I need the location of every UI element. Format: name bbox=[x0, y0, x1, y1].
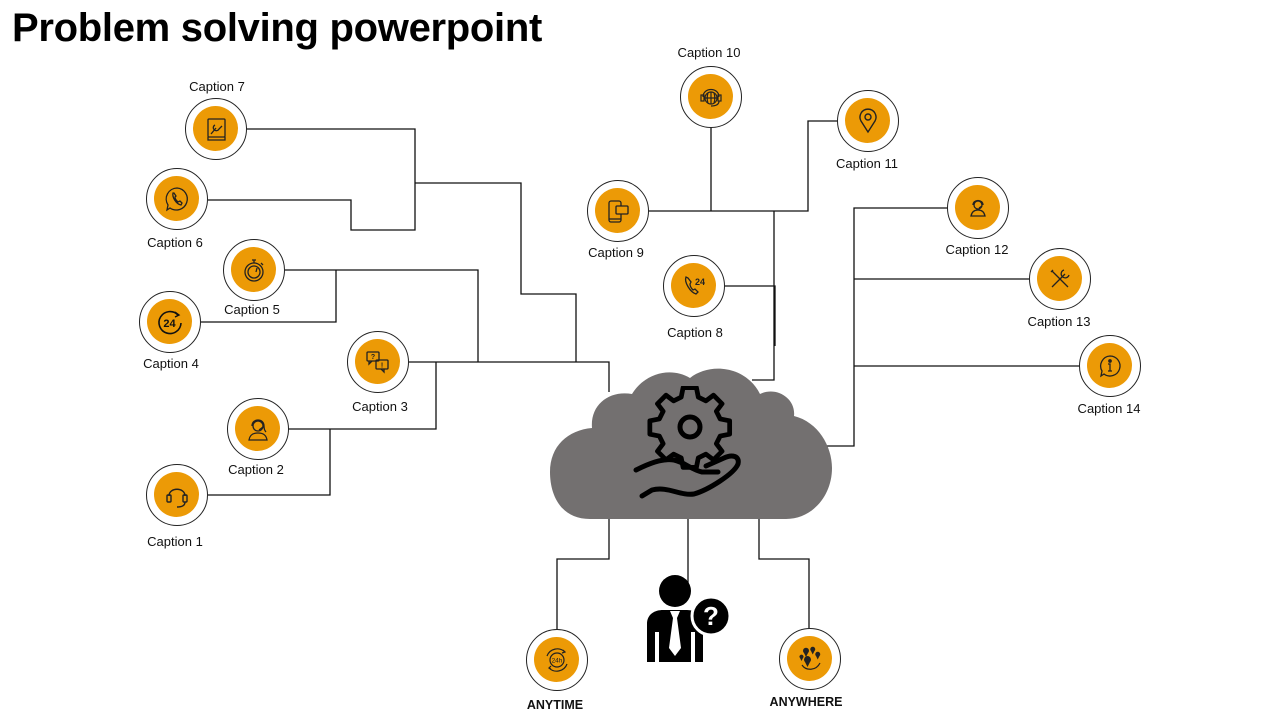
caption-4: Caption 4 bbox=[143, 356, 199, 371]
node-caption-10[interactable] bbox=[680, 66, 742, 128]
24h-cycle-icon: 24h bbox=[545, 647, 568, 672]
connector-5 bbox=[285, 269, 479, 362]
node-caption-8[interactable]: 24 bbox=[663, 255, 725, 317]
connector-76-trunk bbox=[415, 182, 577, 362]
connector-4 bbox=[201, 270, 337, 323]
connector-7 bbox=[208, 128, 416, 231]
connector-3 bbox=[409, 361, 610, 392]
caption-3: Caption 3 bbox=[352, 399, 408, 414]
connector-9 bbox=[649, 120, 838, 212]
node-caption-1[interactable] bbox=[146, 464, 208, 526]
node-caption-12[interactable] bbox=[947, 177, 1009, 239]
globe-locations-icon bbox=[799, 646, 821, 670]
global-headset-icon bbox=[699, 88, 722, 107]
tools-icon bbox=[1050, 268, 1070, 287]
cloud-shape bbox=[550, 368, 832, 519]
24-hours-icon: 24 bbox=[157, 310, 182, 334]
caption-5: Caption 5 bbox=[224, 302, 280, 317]
connector-12 bbox=[818, 207, 948, 447]
caption-14: Caption 14 bbox=[1077, 401, 1141, 416]
svg-text:?: ? bbox=[703, 601, 719, 631]
stopwatch-icon bbox=[243, 258, 264, 282]
svg-text:?: ? bbox=[370, 354, 374, 361]
caption-8: Caption 8 bbox=[667, 325, 723, 340]
node-anywhere[interactable] bbox=[779, 628, 841, 690]
label-anytime: ANYTIME bbox=[526, 698, 584, 712]
caption-11: Caption 11 bbox=[836, 156, 898, 171]
caption-1: Caption 1 bbox=[147, 534, 203, 549]
caption-2: Caption 2 bbox=[228, 462, 284, 477]
caption-6: Caption 6 bbox=[147, 235, 203, 250]
support-agent-icon bbox=[969, 199, 986, 217]
caption-12: Caption 12 bbox=[945, 242, 1009, 257]
phone-24-icon: 24 bbox=[684, 275, 705, 295]
phone-chat-icon bbox=[165, 186, 188, 211]
caption-9: Caption 9 bbox=[588, 245, 644, 260]
page-title: Problem solving powerpoint bbox=[12, 6, 543, 50]
node-caption-13[interactable] bbox=[1029, 248, 1091, 310]
caption-7: Caption 7 bbox=[189, 79, 245, 94]
connector-1 bbox=[208, 429, 331, 496]
svg-text:!: ! bbox=[380, 362, 382, 369]
svg-text:24: 24 bbox=[163, 318, 176, 330]
node-caption-11[interactable] bbox=[837, 90, 899, 152]
node-caption-9[interactable] bbox=[587, 180, 649, 242]
central-cloud bbox=[550, 364, 832, 522]
question-exclamation-chat-icon: ?! bbox=[365, 350, 389, 374]
caption-13: Caption 13 bbox=[1027, 314, 1091, 329]
node-caption-5[interactable] bbox=[223, 239, 285, 301]
node-caption-6[interactable] bbox=[146, 168, 208, 230]
node-caption-14[interactable] bbox=[1079, 335, 1141, 397]
node-caption-4[interactable]: 24 bbox=[139, 291, 201, 353]
caption-10: Caption 10 bbox=[677, 45, 741, 60]
location-pin-icon bbox=[858, 108, 877, 133]
manual-book-wrench-icon bbox=[206, 117, 226, 141]
connector-anytime bbox=[556, 518, 610, 630]
headset-icon bbox=[165, 488, 188, 508]
node-anytime[interactable]: 24h bbox=[526, 629, 588, 691]
svg-text:24h: 24h bbox=[551, 657, 562, 664]
support-agent-female-icon bbox=[247, 418, 268, 441]
person-question-icon: ? bbox=[643, 574, 733, 662]
mobile-chat-icon bbox=[607, 199, 629, 223]
label-anywhere: ANYWHERE bbox=[769, 695, 843, 709]
connector-98-trunk bbox=[752, 211, 775, 381]
node-caption-2[interactable] bbox=[227, 398, 289, 460]
connector-8 bbox=[725, 285, 776, 346]
connector-anywhere bbox=[758, 518, 810, 629]
gear-in-hand-icon bbox=[633, 386, 741, 499]
node-caption-7[interactable] bbox=[185, 98, 247, 160]
connector-2 bbox=[288, 362, 437, 430]
node-caption-3[interactable]: ?! bbox=[347, 331, 409, 393]
svg-text:24: 24 bbox=[694, 277, 704, 287]
info-chat-icon bbox=[1099, 354, 1121, 377]
